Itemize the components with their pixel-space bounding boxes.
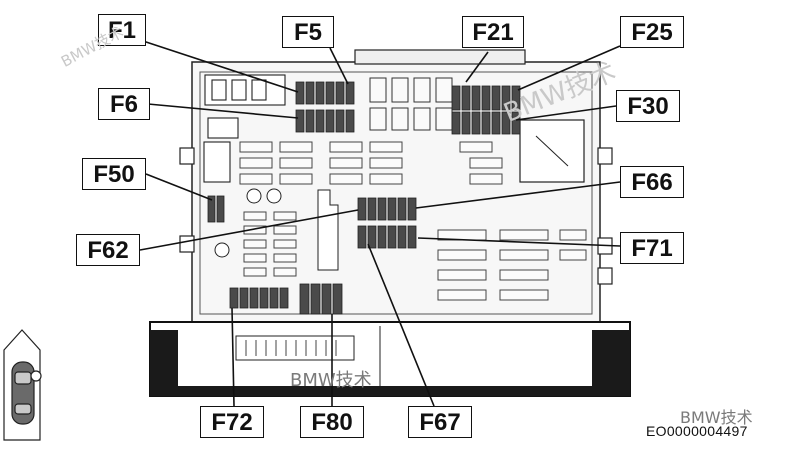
label-f71: F71 [620, 232, 684, 264]
leader-lines [139, 39, 621, 407]
fuse-block-f30 [451, 111, 521, 135]
label-f6: F6 [98, 88, 150, 120]
label-f25: F25 [620, 16, 684, 48]
image-code: EO0000004497 [646, 423, 748, 439]
bottom-base [149, 321, 631, 397]
top-center-fuses [369, 77, 453, 131]
label-f1: F1 [98, 14, 146, 46]
car-location-icon [3, 329, 42, 441]
label-f30: F30 [616, 90, 680, 122]
watermark-bottom-right: BMW技术 [680, 408, 753, 427]
right-fuse-rows [437, 229, 587, 301]
fuse-block-f80 [299, 283, 343, 315]
label-f62: F62 [76, 234, 140, 266]
bottom-base-strip [178, 386, 592, 396]
label-f21: F21 [462, 16, 524, 48]
fuse-block-f1-f5 [295, 81, 355, 105]
fuse-block-f21-f25 [451, 85, 521, 111]
middle-fuse-rows [239, 141, 503, 185]
left-round-posts [214, 188, 282, 258]
housing-top-rail [354, 49, 526, 65]
label-f80: F80 [300, 406, 364, 438]
mounting-tabs [179, 147, 613, 285]
fuse-block-f72 [229, 287, 289, 309]
label-f72: F72 [200, 406, 264, 438]
label-f67: F67 [408, 406, 472, 438]
connector-pins [245, 340, 337, 356]
label-f5: F5 [282, 16, 334, 48]
bottom-base-dark-left [150, 330, 178, 396]
label-f50: F50 [82, 158, 146, 190]
fuse-block-f67-f71 [357, 225, 417, 249]
fuse-block-f50 [207, 195, 225, 223]
fuse-block-f62-f66 [357, 197, 417, 221]
bottom-base-dark-right [592, 330, 630, 396]
watermark-center: BMW技术 [290, 370, 372, 391]
left-column-fuses [243, 211, 297, 277]
center-bracket [317, 189, 339, 271]
label-f66: F66 [620, 166, 684, 198]
fuse-block-f6 [295, 109, 355, 133]
